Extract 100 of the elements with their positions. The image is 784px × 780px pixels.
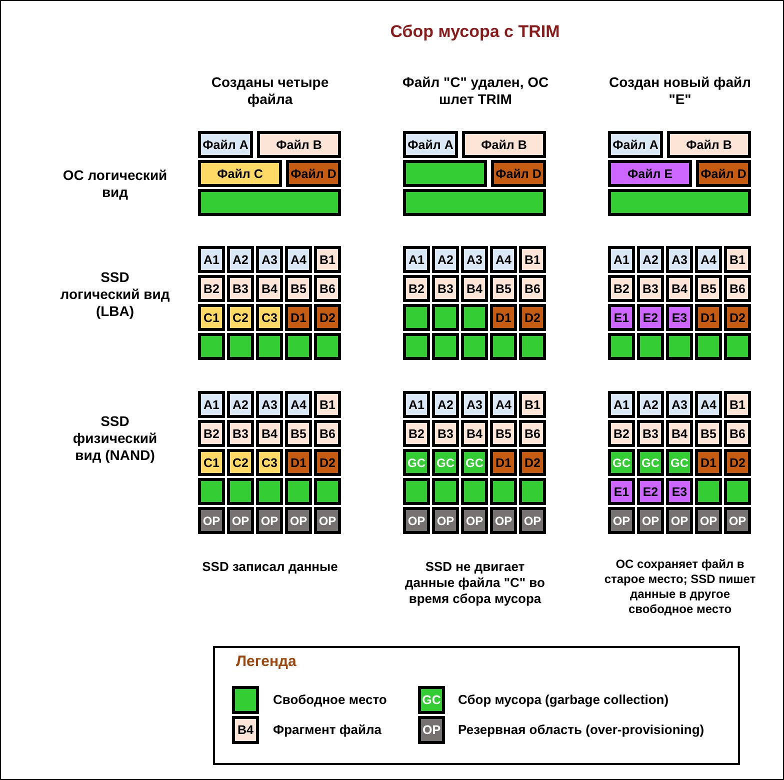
- block-label: B4: [262, 282, 278, 296]
- file-fragment-block: [724, 304, 751, 331]
- block-label: C2: [232, 310, 248, 324]
- block-label: A1: [204, 398, 220, 412]
- row-heading: ОС логический вид: [62, 167, 168, 201]
- block-label: GC: [408, 456, 426, 470]
- block-label: A2: [642, 252, 658, 266]
- block-label: C2: [232, 456, 248, 470]
- file-fragment-block: [519, 420, 546, 447]
- block-label: B1: [320, 252, 336, 266]
- block-label: OP: [290, 514, 308, 528]
- file-fragment-block: [519, 246, 546, 273]
- file-fragment-block: [461, 246, 488, 273]
- overprovisioning-block: [461, 507, 488, 534]
- free-space-block: [461, 333, 488, 360]
- block-label: GC: [612, 456, 630, 470]
- block-label: C1: [204, 310, 220, 324]
- free-space-block: [432, 478, 459, 505]
- file-fragment-block: [724, 246, 751, 273]
- block-label: A4: [496, 252, 512, 266]
- free-space-block: [608, 189, 751, 216]
- legend-title: Легенда: [236, 653, 298, 670]
- block-label: B4: [466, 426, 482, 440]
- block-label: B2: [408, 282, 424, 296]
- file-fragment-block: [403, 246, 430, 273]
- file-fragment-block: [667, 131, 751, 158]
- file-fragment-block: [314, 275, 341, 302]
- free-space-block: [198, 478, 225, 505]
- file-fragment-block: [608, 420, 635, 447]
- block-label: A1: [204, 252, 220, 266]
- block-label: A4: [290, 252, 306, 266]
- block-label: A2: [232, 252, 248, 266]
- block-label: D2: [524, 310, 540, 324]
- block-label: OP: [318, 514, 336, 528]
- block-label: A3: [672, 252, 688, 266]
- free-space-block: [198, 333, 225, 360]
- block-label: OP: [700, 514, 718, 528]
- file-fragment-block: [285, 275, 312, 302]
- file-fragment-block: [403, 131, 458, 158]
- overprovisioning-block: [198, 507, 225, 534]
- block-label: OP: [260, 514, 278, 528]
- block-label: E2: [642, 484, 658, 498]
- file-fragment-block: [285, 246, 312, 273]
- file-fragment-block: [666, 478, 693, 505]
- swatch-label: OP: [422, 723, 441, 737]
- block-label: B5: [290, 282, 306, 296]
- free-space-block: [432, 333, 459, 360]
- block-label: B5: [496, 282, 512, 296]
- column-heading: Создан новый файл "E": [608, 74, 752, 108]
- file-fragment-block: [608, 131, 663, 158]
- block-label: B3: [232, 282, 248, 296]
- file-fragment-block: [666, 304, 693, 331]
- free-space-block: [403, 304, 430, 331]
- block-label: OP: [232, 514, 250, 528]
- overprovisioning-block: [519, 507, 546, 534]
- block-label: A1: [614, 398, 630, 412]
- file-fragment-block: [403, 275, 430, 302]
- file-fragment-block: [314, 246, 341, 273]
- block-label: Файл C: [217, 166, 263, 180]
- file-fragment-block: [637, 304, 664, 331]
- block-label: Файл E: [627, 166, 673, 180]
- legend-text: Сбор мусора (garbage collection): [458, 692, 669, 707]
- block-label: D2: [730, 310, 746, 324]
- file-fragment-block: [256, 304, 283, 331]
- file-fragment-block: [198, 449, 225, 476]
- overprovisioning-block: [432, 507, 459, 534]
- free-space-block: [256, 478, 283, 505]
- caption-note: SSD записал данные: [201, 559, 339, 575]
- free-space-block: [403, 160, 487, 187]
- block-label: E3: [672, 484, 688, 498]
- file-fragment-block: [695, 275, 722, 302]
- free-space-block: [227, 333, 254, 360]
- block-label: A2: [438, 398, 454, 412]
- overprovisioning-block: [608, 507, 635, 534]
- block-label: B6: [524, 282, 540, 296]
- block-label: D2: [320, 456, 336, 470]
- overprovisioning-block: [490, 507, 517, 534]
- block-label: E1: [614, 484, 630, 498]
- file-fragment-block: [198, 131, 253, 158]
- block-label: D1: [290, 456, 306, 470]
- block-label: GC: [436, 456, 454, 470]
- block-label: B3: [642, 282, 658, 296]
- block-label: B2: [204, 282, 220, 296]
- file-fragment-block: [666, 391, 693, 418]
- caption-note: ОС сохраняет файл в старое место; SSD пишет данные в другое свободное место: [603, 557, 757, 617]
- column-heading: Файл "C" удален, ОС шлет TRIM: [401, 74, 550, 108]
- block-label: A2: [642, 398, 658, 412]
- block-label: A4: [700, 398, 716, 412]
- file-fragment-block: [198, 304, 225, 331]
- file-fragment-block: [285, 304, 312, 331]
- block-label: OP: [642, 514, 660, 528]
- block-label: B4: [672, 426, 688, 440]
- block-label: D1: [290, 310, 306, 324]
- file-fragment-block: [637, 275, 664, 302]
- block-label: A4: [700, 252, 716, 266]
- block-label: Файл D: [290, 166, 336, 180]
- file-fragment-block: [695, 391, 722, 418]
- free-space-block: [490, 333, 517, 360]
- file-fragment-block: [608, 246, 635, 273]
- block-label: A2: [438, 252, 454, 266]
